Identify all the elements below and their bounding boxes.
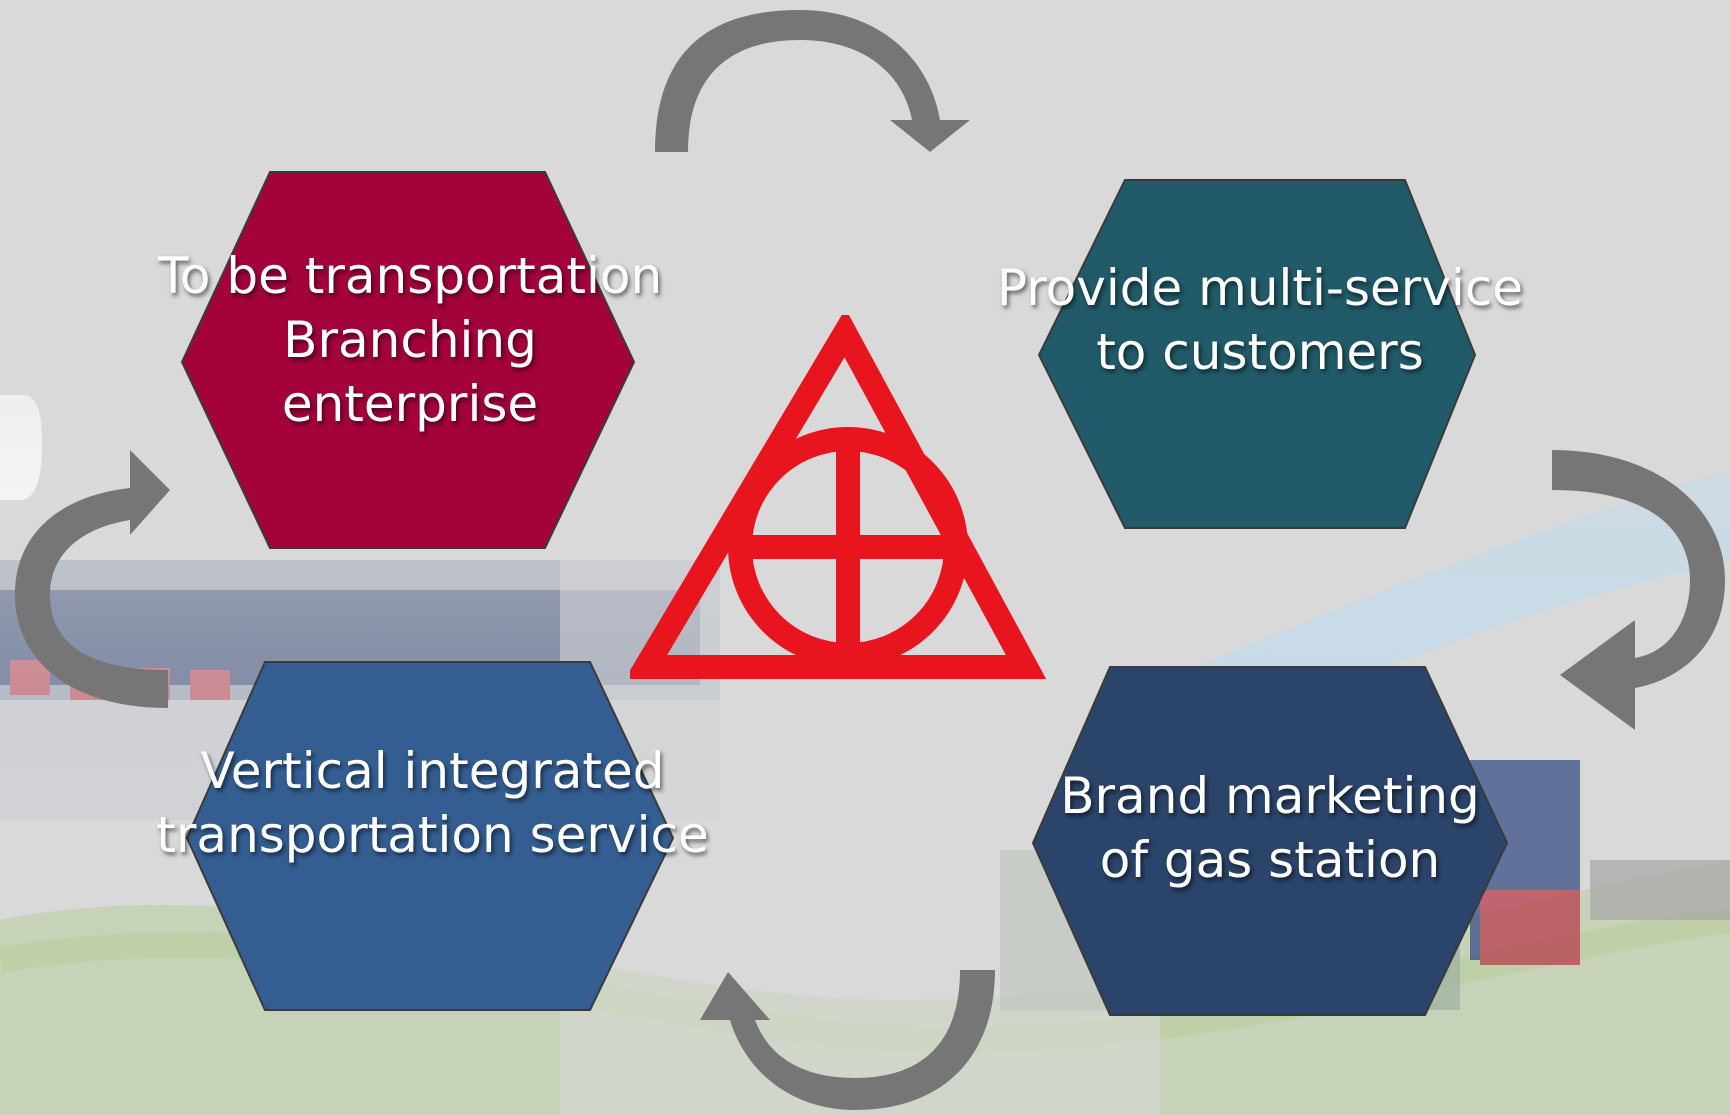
hexagon-brand-marketing: Brand marketing of gas station [1025, 665, 1515, 1020]
hexagon-shape [1037, 179, 1477, 529]
curved-arrow-top [655, 10, 970, 152]
hexagon-label-line: Branching [283, 311, 537, 369]
hexagon-shape [180, 171, 636, 549]
hexagon-label-line: Vertical integrated [200, 741, 665, 800]
hexagon-fill [1031, 666, 1509, 1016]
hexagon-multi-service: Provide multi-service to customers [985, 170, 1535, 540]
curved-arrow-left [15, 450, 170, 708]
hexagon-fill [185, 661, 675, 1011]
hexagon-label: To be transportation Branching enterpris… [140, 160, 680, 560]
logo-shape [630, 315, 1047, 679]
hexagon-label-line: Provide multi-service [996, 259, 1524, 317]
hexagon-label-line: enterprise [281, 375, 539, 433]
hexagon-fill [1037, 179, 1477, 529]
hexagon-label-line: of gas station [1099, 830, 1441, 889]
hexagon-shape [185, 661, 675, 1011]
hexagon-label-line: Brand marketing [1060, 766, 1480, 825]
hexagon-transportation-branching: To be transportation Branching enterpris… [140, 160, 680, 560]
curved-arrow-bottom [700, 970, 995, 1110]
hexagon-label-line: to customers [1096, 323, 1424, 381]
hexagon-vertical-integrated: Vertical integrated transportation servi… [145, 660, 720, 1015]
hexagon-label-line: transportation service [156, 805, 709, 864]
triangle-circle-cross-logo [630, 315, 1047, 679]
curved-arrow-right [1552, 450, 1725, 730]
hexagon-label-line: To be transportation [157, 247, 663, 305]
hexagon-label: Provide multi-service to customers [985, 170, 1535, 540]
hexagon-label: Vertical integrated transportation servi… [145, 660, 720, 1015]
hexagon-label: Brand marketing of gas station [1025, 665, 1515, 1020]
hexagon-fill [180, 171, 636, 549]
hexagon-shape [1031, 666, 1509, 1016]
